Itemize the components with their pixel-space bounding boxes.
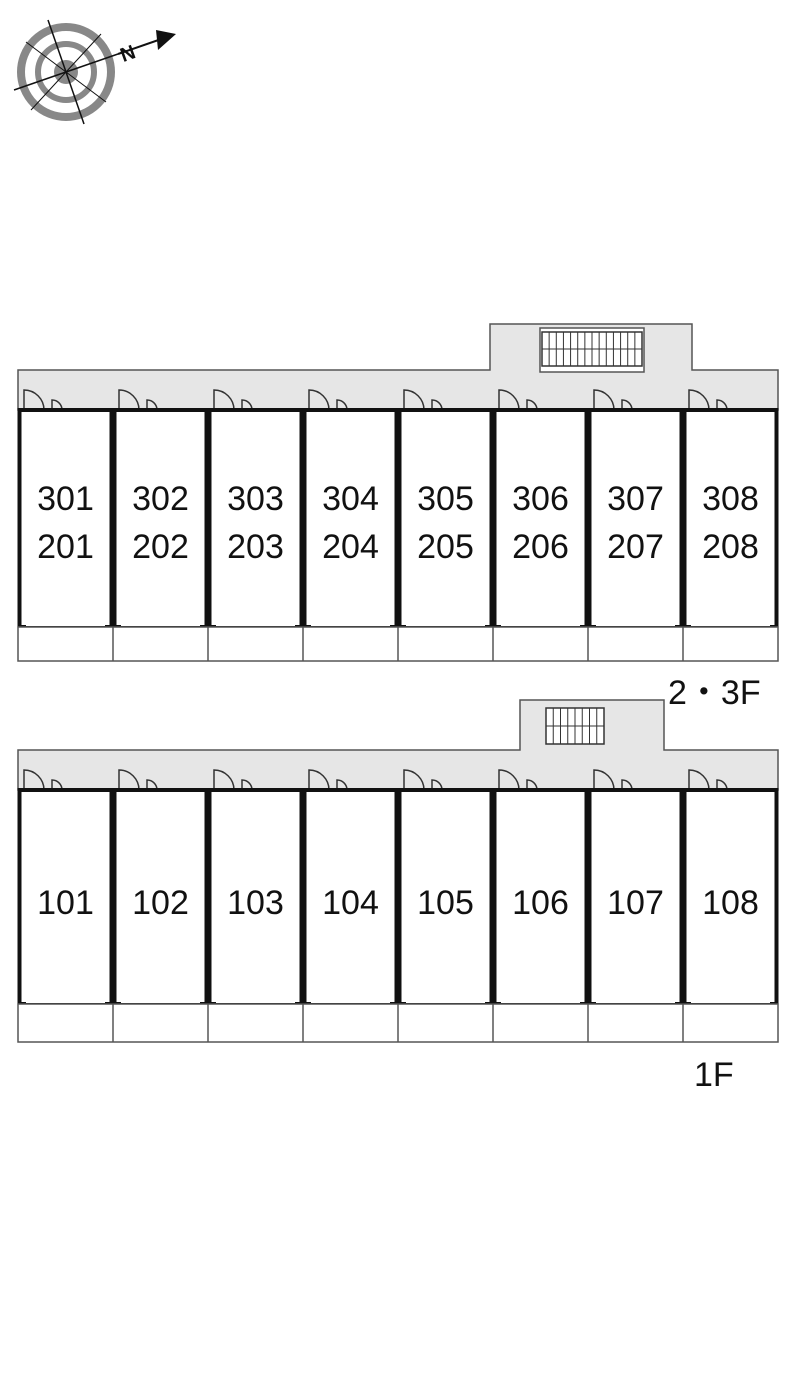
upper-corridor: [17, 323, 779, 411]
unit-number-upper: 302: [132, 480, 189, 518]
unit-upper_block-1: [17, 408, 114, 629]
upper-units: 301 201 302 202 303 203 304 204 305 205 306 206 307 2…: [17, 408, 779, 629]
unit-number-lower: 203: [227, 528, 284, 566]
unit-lower_block-1: [17, 788, 114, 1006]
unit-upper_block-2: [112, 408, 209, 629]
upper-balcony-dividers: [112, 627, 684, 661]
lower-stairs: [545, 707, 605, 745]
door-swing-icon: [213, 389, 235, 411]
unit-number-upper: 304: [322, 480, 379, 518]
door-swing-icon: [118, 389, 140, 411]
unit-number-lower: 206: [512, 528, 569, 566]
upper-stairs: [541, 331, 643, 367]
unit-number-upper: 305: [417, 480, 474, 518]
door-swing-icon: [308, 769, 330, 791]
door-swing-icon: [403, 769, 425, 791]
unit-number-lower: 207: [607, 528, 664, 566]
unit-lower_block-6: [492, 788, 589, 1006]
unit-number-lower: 202: [132, 528, 189, 566]
unit-lower_block-3: [207, 788, 304, 1006]
unit-upper_block-7: [587, 408, 684, 629]
unit-number: 107: [607, 884, 664, 922]
unit-upper_block-6: [492, 408, 589, 629]
lower-block: 101 102 103 104 105 106 107 108 1F: [17, 699, 779, 1094]
unit-number-upper: 308: [702, 480, 759, 518]
unit-number-lower: 201: [37, 528, 94, 566]
lower-corridor: [17, 699, 779, 791]
unit-number: 101: [37, 884, 94, 922]
door-swing-icon: [23, 389, 45, 411]
door-swing-icon: [688, 769, 710, 791]
unit-upper_block-4: [302, 408, 399, 629]
door-swing-icon: [213, 769, 235, 791]
upper-block: 301 201 302 202 303 203 304 204 305 205 306 206 307 2…: [17, 323, 779, 712]
door-swing-icon: [118, 769, 140, 791]
lower-floor-label: 1F: [694, 1056, 734, 1094]
door-swing-icon: [403, 389, 425, 411]
upper-floor-label: 2・3F: [668, 674, 761, 712]
unit-lower_block-4: [302, 788, 399, 1006]
lower-units: 101 102 103 104 105 106 107 108: [17, 788, 779, 1006]
compass-icon: [13, 19, 176, 125]
door-swing-icon: [23, 769, 45, 791]
door-swing-icon: [498, 389, 520, 411]
unit-number: 108: [702, 884, 759, 922]
unit-number: 105: [417, 884, 474, 922]
door-swing-icon: [308, 389, 330, 411]
unit-number-upper: 306: [512, 480, 569, 518]
unit-number-upper: 307: [607, 480, 664, 518]
unit-number-lower: 208: [702, 528, 759, 566]
unit-lower_block-2: [112, 788, 209, 1006]
unit-number-lower: 205: [417, 528, 474, 566]
unit-number-upper: 301: [37, 480, 94, 518]
unit-number: 106: [512, 884, 569, 922]
door-swing-icon: [498, 769, 520, 791]
door-swing-icon: [593, 769, 615, 791]
door-swing-icon: [688, 389, 710, 411]
compass-north-label: N: [117, 41, 138, 67]
unit-number: 104: [322, 884, 379, 922]
unit-lower_block-7: [587, 788, 684, 1006]
door-swing-icon: [593, 389, 615, 411]
unit-number: 103: [227, 884, 284, 922]
lower-balcony-dividers: [112, 1004, 684, 1042]
unit-number-upper: 303: [227, 480, 284, 518]
unit-number: 102: [132, 884, 189, 922]
unit-upper_block-3: [207, 408, 304, 629]
unit-number-lower: 204: [322, 528, 379, 566]
unit-upper_block-5: [397, 408, 494, 629]
unit-upper_block-8: [682, 408, 779, 629]
